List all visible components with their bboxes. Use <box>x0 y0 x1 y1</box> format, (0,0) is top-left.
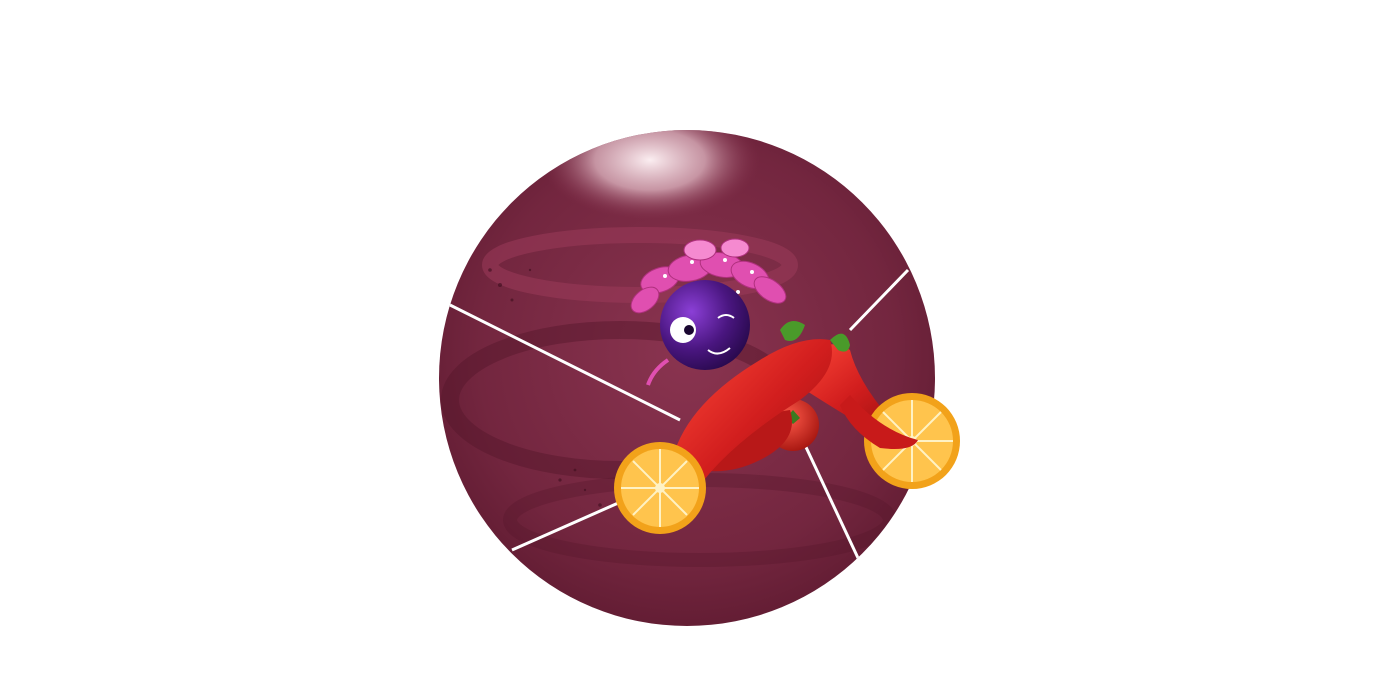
chili-motorbike <box>614 321 960 534</box>
chili-stem <box>830 333 850 352</box>
character-eye <box>670 317 696 343</box>
character-body <box>660 280 750 370</box>
character-smile <box>707 347 731 355</box>
petal-hair <box>630 238 787 314</box>
character-wink <box>717 314 735 319</box>
purple-berry-character <box>630 238 787 386</box>
main-chili <box>669 339 832 508</box>
front-wheel-orange <box>614 442 706 534</box>
